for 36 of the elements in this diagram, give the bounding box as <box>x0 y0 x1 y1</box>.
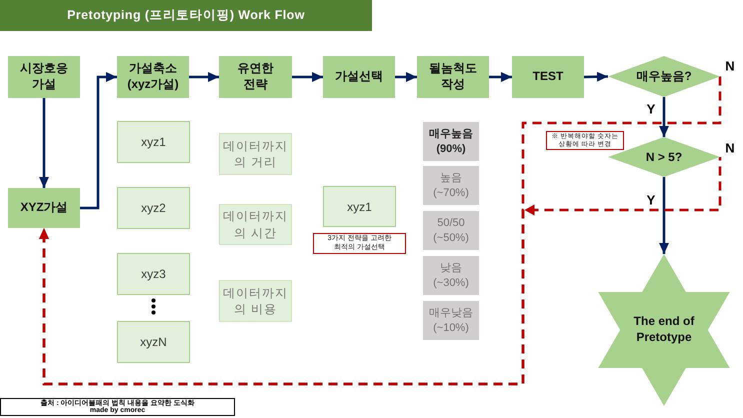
star-shape: The end of Pretotype <box>598 254 730 406</box>
item-box: xyz3 <box>117 253 190 295</box>
edge-label: N <box>724 140 736 156</box>
arrow <box>489 72 512 82</box>
scale-box: 매우낮음 (~10%) <box>423 301 479 340</box>
item-box: xyzN <box>117 321 190 363</box>
arrow <box>80 72 117 210</box>
scale-box: 낮음 (~30%) <box>423 256 479 295</box>
item-box: xyz1 <box>323 186 396 227</box>
item-box: xyz2 <box>117 187 190 229</box>
scale-box: 매우높음 (90%) <box>423 122 479 161</box>
decision-diamond: 매우높음? <box>608 56 720 97</box>
arrow <box>659 177 669 254</box>
arrow <box>584 72 608 82</box>
process-box: 될놈척도 작성 <box>417 56 489 98</box>
item-box: xyz1 <box>117 121 190 163</box>
process-box: 가설선택 <box>323 56 395 98</box>
item-box: 데이터까지의 시간 <box>219 204 292 245</box>
arrow <box>189 72 219 82</box>
title-banner: Pretotyping (프리토타이핑) Work Flow <box>0 0 372 31</box>
process-box: 가설축소 (xyz가설) <box>117 56 189 98</box>
scale-box: 50/50 (~50%) <box>423 211 479 250</box>
process-box: 시장호응 가설 <box>8 56 80 98</box>
edge-label: Y <box>646 192 656 208</box>
arrow <box>292 72 323 82</box>
arrow <box>39 98 49 188</box>
process-box: 유연한 전략 <box>219 56 292 98</box>
edge-label: Y <box>646 102 656 116</box>
item-box: 데이터까지의 비용 <box>219 280 292 322</box>
scale-box: 높음 (~70%) <box>423 166 479 205</box>
item-box: 데이터까지의 거리 <box>219 133 292 175</box>
process-box: TEST <box>512 56 584 98</box>
edge-label: N <box>724 58 736 74</box>
arrow <box>395 72 417 82</box>
arrow <box>659 97 669 137</box>
process-box: XYZ가설 <box>8 188 80 228</box>
